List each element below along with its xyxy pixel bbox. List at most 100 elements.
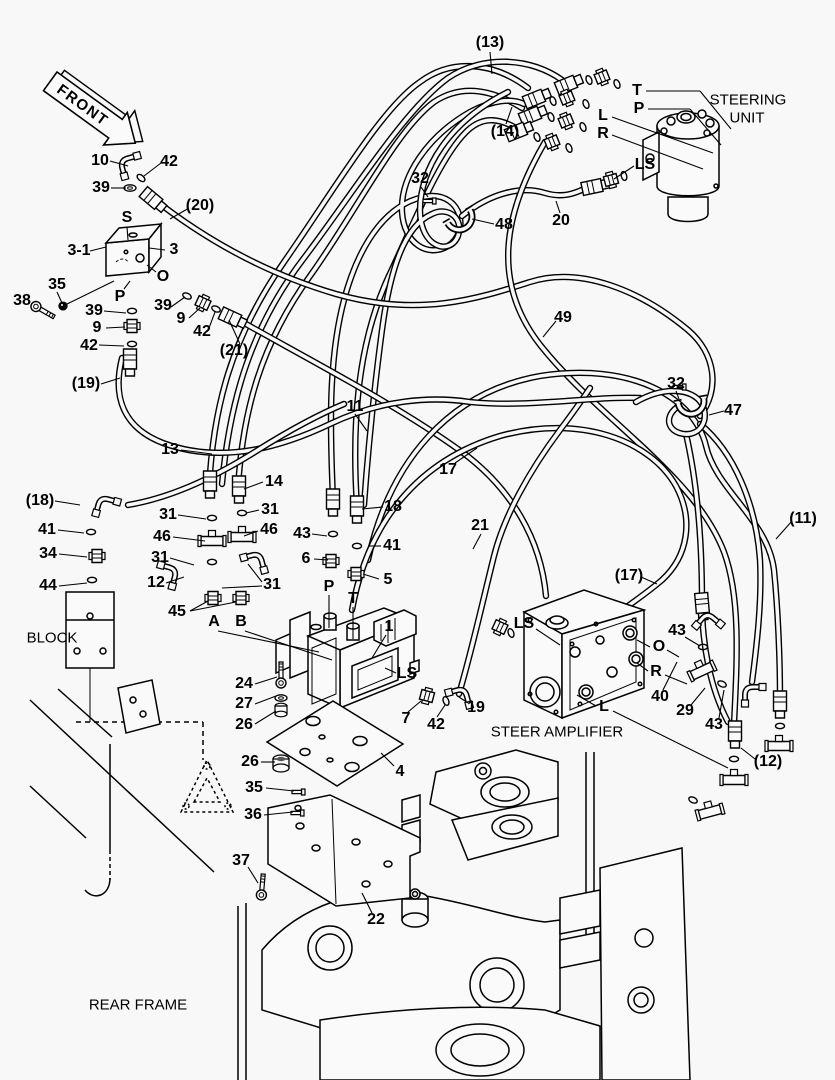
frame-shape	[489, 782, 521, 802]
leader-line	[189, 600, 209, 612]
frame-shape	[499, 819, 525, 835]
fitting-o	[688, 796, 698, 804]
fitting-f	[122, 348, 138, 377]
fitting-o	[126, 307, 138, 315]
leader-line	[636, 662, 649, 672]
leader-line	[361, 506, 384, 510]
frame-shape	[491, 814, 533, 840]
ferrule	[772, 690, 788, 712]
clamp-tab	[699, 394, 708, 398]
leader-line	[103, 310, 127, 314]
nut	[561, 116, 567, 127]
nut	[217, 593, 222, 603]
o-ring	[351, 542, 363, 550]
ferrule	[586, 181, 590, 195]
leader-line	[56, 291, 63, 304]
o-ring	[613, 79, 621, 89]
leader-line	[775, 520, 793, 540]
fitting-n	[557, 111, 575, 131]
bolt-head	[258, 892, 265, 898]
fitting-f	[503, 120, 535, 143]
nut	[604, 170, 614, 177]
frame-shape	[599, 847, 691, 1080]
ferrule	[564, 78, 570, 91]
elbow-cap	[119, 171, 130, 182]
hose-core	[207, 64, 530, 491]
component-shape	[631, 654, 641, 664]
leader-line	[613, 165, 635, 180]
fitting-n	[123, 318, 141, 334]
hose-core	[350, 426, 689, 612]
component-shape	[299, 747, 311, 757]
leader-line	[126, 226, 129, 241]
component-shape	[135, 253, 145, 263]
leader-line	[177, 514, 207, 520]
tee-branch	[703, 800, 713, 810]
nut	[423, 690, 427, 701]
leader-line	[247, 866, 259, 884]
tee-fitting	[719, 773, 724, 787]
leader-line	[361, 892, 373, 914]
component-shape	[645, 153, 655, 163]
component-shape	[294, 804, 302, 812]
ferrule	[122, 348, 138, 370]
leader-line	[708, 410, 725, 416]
nut	[544, 132, 555, 140]
nut	[123, 321, 128, 331]
elbow-fitting	[696, 614, 721, 626]
fitting-n	[418, 686, 436, 706]
nut	[427, 691, 431, 702]
o-ring	[206, 558, 218, 566]
frame-shape	[57, 688, 113, 738]
component-shape	[622, 625, 638, 641]
screw-head	[300, 788, 306, 796]
leader-line	[228, 319, 241, 345]
fitting-t	[227, 525, 257, 544]
leader-line	[62, 280, 115, 307]
leader-line	[313, 558, 329, 561]
screw-head	[431, 197, 437, 205]
hose-core	[126, 402, 346, 507]
fitting-t	[197, 529, 227, 548]
nut	[204, 593, 209, 603]
leader-line	[247, 563, 263, 583]
ferrule-neck	[327, 508, 339, 517]
nut	[235, 590, 247, 606]
component-shape	[357, 655, 393, 691]
front-direction-arrow: FRONT	[42, 69, 144, 146]
fitting-o	[620, 170, 628, 182]
ferrule-neck	[351, 515, 363, 524]
elbow-fitting	[743, 685, 761, 702]
nut	[360, 569, 365, 579]
frame-shape	[450, 1033, 510, 1067]
frame-shape	[73, 647, 81, 655]
component-shape	[593, 621, 599, 627]
fitting-c	[442, 205, 476, 234]
ferrule	[532, 92, 538, 105]
component-shape	[595, 635, 605, 645]
fitting-n	[232, 590, 250, 606]
frame-shape	[307, 925, 353, 971]
leader-line	[505, 106, 513, 125]
ferrule-neck	[154, 199, 168, 214]
fitting-f	[138, 185, 168, 214]
ferrule-neck	[522, 120, 535, 134]
fittings	[30, 67, 794, 901]
rear-frame-structure	[29, 591, 691, 1080]
fitting-o	[206, 514, 218, 522]
leader-line	[489, 51, 493, 75]
leader-line	[109, 160, 129, 167]
ferrule	[147, 193, 157, 204]
leader-line	[148, 247, 166, 251]
bolt-head	[278, 680, 284, 686]
leader-line	[57, 529, 85, 534]
component-shape	[680, 112, 692, 122]
leader-lines	[54, 51, 793, 914]
clamp-tab	[464, 205, 473, 211]
clamp-tab	[442, 218, 451, 224]
hose-clamp	[676, 398, 706, 416]
leader-line	[535, 628, 561, 646]
frame-shape	[203, 762, 211, 770]
elbow-fitting	[95, 497, 117, 513]
hose-outline	[226, 311, 550, 600]
